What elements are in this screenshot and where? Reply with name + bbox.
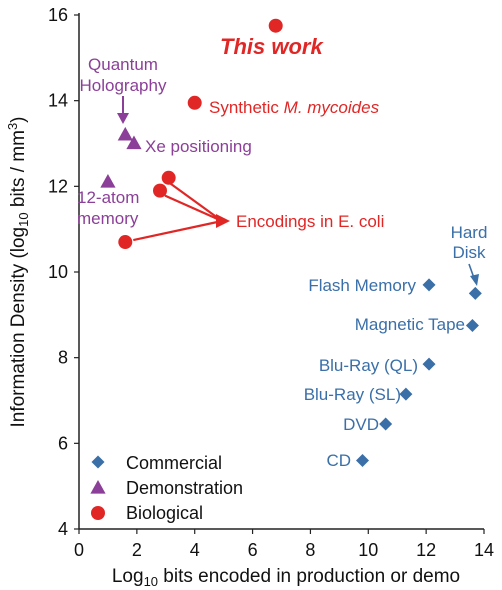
annotation-quantum-1: Quantum: [88, 55, 158, 74]
biological-point: [268, 18, 283, 33]
annotation-ecoli: Encodings in E. coli: [236, 212, 384, 231]
commercial-point: [399, 387, 413, 401]
x-tick-label: 8: [305, 540, 315, 560]
y-tick-labels: 4 6 8 10 12 14 16: [48, 5, 68, 539]
x-tick-label: 12: [416, 540, 436, 560]
legend-marker-diamond: [91, 455, 105, 469]
arrow-ecoli-0: [170, 182, 223, 222]
demonstration-point: [100, 174, 116, 188]
legend-marker-circle: [91, 506, 105, 520]
axes: [74, 13, 485, 534]
commercial-point: [379, 417, 393, 431]
x-axis-title: Log10 bits encoded in production or demo: [112, 566, 460, 589]
y-tick-label: 4: [58, 519, 68, 539]
biological-point: [187, 95, 202, 110]
y-tick-label: 16: [48, 5, 68, 25]
annotation-cd: CD: [326, 451, 351, 470]
annotation-atom-1: 12-atom: [77, 188, 139, 207]
annotation-tape: Magnetic Tape: [355, 315, 465, 334]
commercial-point: [468, 286, 482, 300]
annotation-synthetic-2: M. mycoides: [284, 98, 380, 117]
biological-point: [161, 170, 176, 185]
y-tick-label: 12: [48, 176, 68, 196]
legend-label: Demonstration: [126, 478, 243, 498]
biological-point: [118, 235, 133, 250]
commercial-point: [422, 357, 436, 371]
x-tick-label: 0: [74, 540, 84, 560]
legend-label: Biological: [126, 503, 203, 523]
data-marks: [100, 18, 482, 467]
y-tick-label: 6: [58, 433, 68, 453]
legend-item-biological: Biological: [91, 503, 203, 523]
annotation-atom-2: memory: [77, 209, 139, 228]
legend-marker-triangle: [90, 480, 106, 494]
commercial-point: [465, 319, 479, 333]
x-tick-labels: 0 2 4 6 8 10 12 14: [74, 540, 494, 560]
annotation-bql: Blu-Ray (QL): [319, 356, 418, 375]
annotation-synthetic-1: Synthetic: [209, 98, 284, 117]
annotation-this-work: This work: [220, 34, 324, 59]
demonstration-point: [126, 135, 142, 150]
biological-point: [153, 183, 167, 198]
annotation-flash: Flash Memory: [308, 276, 416, 295]
commercial-point: [422, 278, 436, 292]
y-axis-title: Information Density (log10 bits / mm3): [5, 116, 31, 427]
y-tick-label: 14: [48, 91, 68, 111]
annotation-arrows: [117, 96, 479, 286]
x-tick-label: 2: [132, 540, 142, 560]
x-tick-label: 6: [248, 540, 258, 560]
legend-item-commercial: Commercial: [91, 453, 222, 473]
arrowhead-ecoli: [216, 214, 230, 228]
x-tick-label: 14: [474, 540, 494, 560]
legend-label: Commercial: [126, 453, 222, 473]
annotation-hard-1: Hard: [451, 223, 488, 242]
arrow-ecoli-1: [164, 194, 223, 223]
annotation-hard-2: Disk: [452, 243, 486, 262]
x-tick-label: 4: [190, 540, 200, 560]
arrow-ecoli-2: [133, 219, 223, 242]
arrowhead-quantum-holography: [117, 113, 129, 124]
y-tick-label: 10: [48, 262, 68, 282]
demonstration-point: [117, 126, 133, 141]
annotation-xe: Xe positioning: [145, 137, 252, 156]
annotation-dvd: DVD: [343, 415, 379, 434]
annotation-quantum-2: Holography: [80, 76, 167, 95]
commercial-point: [356, 453, 369, 467]
arrowhead-hard-disk: [470, 274, 479, 286]
legend: Commercial Demonstration Biological: [90, 453, 243, 523]
annotation-bsl: Blu-Ray (SL): [304, 385, 401, 404]
x-tick-label: 10: [358, 540, 378, 560]
annotation-synthetic-mycoides: Synthetic M. mycoides: [209, 98, 380, 117]
y-tick-label: 8: [58, 348, 68, 368]
legend-item-demonstration: Demonstration: [90, 478, 243, 498]
